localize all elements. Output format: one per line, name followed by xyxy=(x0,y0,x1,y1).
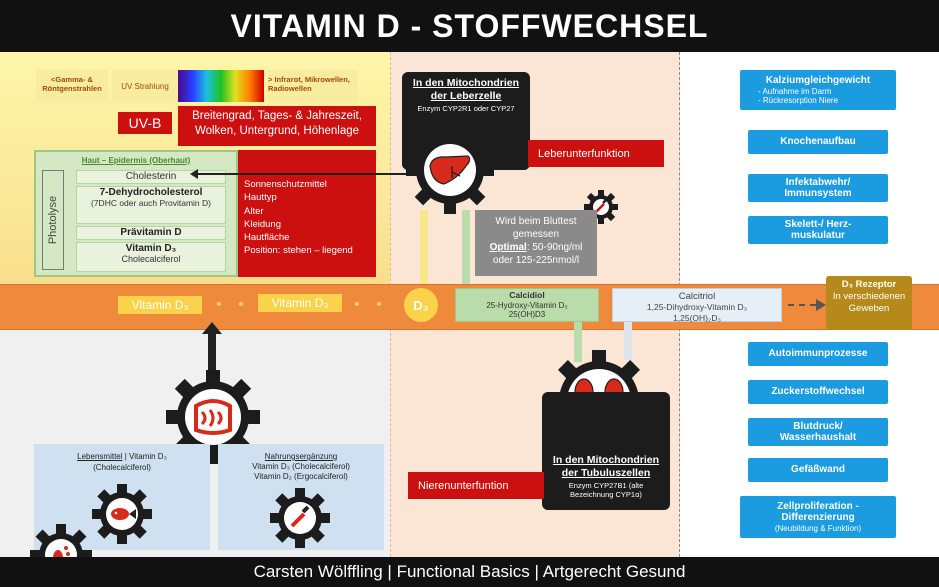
d3-circle: D₃ xyxy=(404,288,438,322)
uvb-label: UV-B xyxy=(118,112,172,134)
arrowhead-receptor xyxy=(816,299,826,311)
calcidiol-formula: 25(OH)D3 xyxy=(508,309,546,319)
liver-enzyme: Enzym CYP2R1 oder CYP27 xyxy=(417,104,515,114)
calcidiol-box: Calcidiol 25-Hydroxy-Vitamin D₃ 25(OH)D3 xyxy=(455,288,599,322)
effect-zellproliferation: Zellproliferation -Differenzierung (Neub… xyxy=(740,496,896,538)
arrowhead-left xyxy=(190,169,198,179)
skin-factor: Position: stehen – liegend xyxy=(244,245,353,257)
food-title: Lebensmittel xyxy=(77,452,123,461)
effect-kalzium: Kalziumgleichgewicht - Aufnahme im Darm … xyxy=(740,70,896,110)
optimal-label: Optimal xyxy=(489,242,527,253)
spectrum-row: <Gamma- & Röntgenstrahlen UV Strahlung >… xyxy=(36,70,386,102)
calcidiol-sub: 25-Hydroxy-Vitamin D₃ xyxy=(486,300,568,310)
supplement-title: Nahrungsergänzung xyxy=(264,452,338,461)
kidney-enzyme: Enzym CYP27B1 (alte Bezeichnung CYP1α) xyxy=(568,481,644,500)
spectrum-right-label: > Infrarot, Mikrowellen, Radiowellen xyxy=(268,70,358,102)
cholesterin-cell: Cholesterin xyxy=(76,170,226,184)
praevitamin-cell: Prävitamin D xyxy=(76,226,226,240)
calcitriol-sub: 1,25-Dihydroxy-Vitamin D₃ xyxy=(646,302,748,313)
calcitriol-formula: 1,25(OH)₂D₃ xyxy=(673,312,721,323)
arrow-calcidiol-to-kidney xyxy=(574,322,582,362)
skin-factor: Kleidung xyxy=(244,218,281,230)
skin-factor: Alter xyxy=(244,205,264,217)
arrow-skin-to-liver xyxy=(195,173,415,175)
fish-gear-icon xyxy=(92,484,152,544)
skin-title: Haut – Epidermis (Oberhaut) xyxy=(81,156,191,165)
skin-epidermis-box: Haut – Epidermis (Oberhaut) Photolyse Ch… xyxy=(34,150,238,277)
arrow-to-receptor xyxy=(788,304,816,306)
effect-gefaess: Gefäßwand xyxy=(748,458,888,482)
receptor-sub: In verschiedenen Geweben xyxy=(832,290,906,314)
effect-title: Zellproliferation -Differenzierung xyxy=(777,500,859,524)
effect-sub: - Aufnahme im Darm xyxy=(758,86,832,96)
receptor-title: D₃ Rezeptor xyxy=(841,279,897,290)
photolyse-label: Photolyse xyxy=(42,170,64,270)
kidney-info-box: In den Mitochondrien der Tubuluszellen E… xyxy=(542,392,670,510)
food-sub: (Cholecalciferol) xyxy=(93,463,151,472)
calcidiol-title: Calcidiol xyxy=(509,290,545,300)
supplement-line1: Vitamin D₃ (Cholecalciferol) xyxy=(252,462,350,471)
dots-b: • • xyxy=(354,296,388,313)
dots-a: • • xyxy=(216,296,250,313)
skin-factor: Hautfläche xyxy=(244,232,290,244)
dhc-cell: 7-Dehydrocholesterol (7DHC oder auch Pro… xyxy=(76,186,226,224)
receptor-box: D₃ Rezeptor In verschiedenen Geweben xyxy=(826,276,912,330)
skin-factor: Sonnenschutzmittel xyxy=(244,179,327,190)
effect-sub: (Neubildung & Funktion) xyxy=(774,523,862,533)
food-title2: | Vitamin D₃ xyxy=(124,452,167,461)
food-title-row: Lebensmittel | Vitamin D₃ xyxy=(34,452,210,461)
cholecalciferol-text: Cholecalciferol xyxy=(121,254,181,264)
kidney-dysfunction: Nierenunterfuntion xyxy=(408,472,544,499)
arrow-kidney-to-calcitriol xyxy=(624,322,632,360)
effect-blutdruck: Blutdruck/ Wasserhaushalt xyxy=(748,418,888,446)
pipette-gear-icon xyxy=(270,488,330,548)
vitd3-title: Vitamin D₃ xyxy=(125,243,177,254)
bloodtest-box: Wird beim Bluttest gemessen Optimal: 50-… xyxy=(475,210,597,276)
skin-factors-panel: Sonnenschutzmittel Hauttyp Alter Kleidun… xyxy=(236,150,376,277)
skin-factor: Hauttyp xyxy=(244,192,277,204)
footer: Carsten Wölffling | Functional Basics | … xyxy=(0,557,939,587)
arrowhead-intestine xyxy=(202,322,222,334)
page-title: VITAMIN D - STOFFWECHSEL xyxy=(0,0,939,52)
effect-zucker: Zuckerstoffwechsel xyxy=(748,380,888,404)
effect-sub: - Rückresorption Niere xyxy=(758,95,839,105)
kidney-title: In den Mitochondrien der Tubuluszellen xyxy=(552,454,660,479)
dhc-sub: (7DHC oder auch Provitamin D) xyxy=(91,198,211,208)
liver-dysfunction: Leberunterfunktion xyxy=(528,140,664,167)
optimal-value: : 50-90ng/ml oder 125-225nmol/l xyxy=(492,242,583,266)
effect-infekt: Infektabwehr/ Immunsystem xyxy=(748,174,888,202)
bloodtest-line1: Wird beim Bluttest gemessen xyxy=(495,216,577,240)
liver-gear-icon xyxy=(406,126,494,214)
effect-autoimmun: Autoimmunprozesse xyxy=(748,342,888,366)
spectrum-left-label: <Gamma- & Röntgenstrahlen xyxy=(36,70,108,102)
vitd3-box-b: Vitamin D₃ xyxy=(258,294,342,312)
liver-title: In den Mitochondrien der Leberzelle xyxy=(412,77,520,102)
photolyse-text: Photolyse xyxy=(47,195,59,245)
calcitriol-box: Calcitriol 1,25-Dihydroxy-Vitamin D₃ 1,2… xyxy=(612,288,782,323)
effect-title: Kalziumgleichgewicht xyxy=(765,75,871,87)
arrow-liver-to-calcidiol xyxy=(462,210,470,286)
spectrum-gradient xyxy=(178,70,264,102)
calcitriol-title: Calcitriol xyxy=(678,291,716,302)
vitd3-box-a: Vitamin D₃ xyxy=(118,296,202,314)
supplement-line2: Vitamin D₂ (Ergocalciferol) xyxy=(254,472,348,481)
arrow-intestine-up xyxy=(208,332,216,376)
arrow-d3-to-liver xyxy=(420,210,428,284)
vitd3-cell: Vitamin D₃ Cholecalciferol xyxy=(76,242,226,272)
spectrum-uv-label: UV Strahlung xyxy=(112,70,178,102)
bloodtest-optimal: Optimal: 50-90ng/ml oder 125-225nmol/l xyxy=(479,241,593,267)
effect-knochen: Knochenaufbau xyxy=(748,130,888,154)
uvb-factors: Breitengrad, Tages- & Jahreszeit, Wolken… xyxy=(178,106,376,146)
effect-skelett: Skelett-/ Herz-muskulatur xyxy=(748,216,888,244)
dhc-title: 7-Dehydrocholesterol xyxy=(99,187,203,198)
